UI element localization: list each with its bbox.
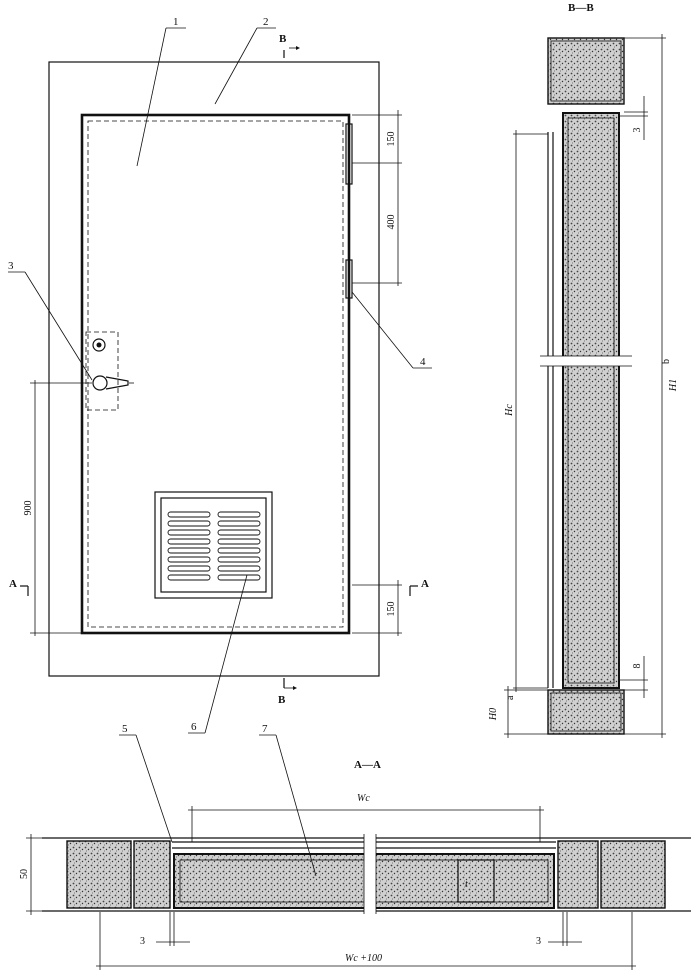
cut-a-label-left: A xyxy=(9,578,17,590)
grille-louver-slot xyxy=(217,556,261,563)
grille-louver-slot xyxy=(217,520,261,527)
hinge-upper xyxy=(345,123,353,185)
grille-louver-slot xyxy=(217,538,261,545)
part-number-2: 2 xyxy=(263,16,269,28)
bb-door-leaf xyxy=(562,112,620,689)
dim-threshold-height: H0 xyxy=(488,708,499,721)
aa-left-frame xyxy=(133,840,171,909)
dim-clear-height: Hc xyxy=(504,404,515,417)
grille-louver-slot xyxy=(167,529,211,536)
cut-a-label-right: A xyxy=(421,578,429,590)
dim-bb-top-gap: 3 xyxy=(632,128,643,133)
grille-louver-slot xyxy=(167,556,211,563)
section-a-a-title: A—A xyxy=(354,759,381,771)
leader-6: 6 xyxy=(188,574,248,734)
part-number-5: 5 xyxy=(122,723,128,735)
front-elevation: B B A A 1 2 xyxy=(8,16,432,734)
dim-aa-inner-mark: t xyxy=(465,879,468,890)
dim-bb-bottom-gap: 8 xyxy=(632,664,643,669)
dim-bottom-offset: 150 xyxy=(386,602,397,617)
dim-clear-width: Wc xyxy=(357,793,370,804)
ventilation-grille xyxy=(154,491,273,599)
dim-hinge-top-offset: 150 xyxy=(386,132,397,147)
leader-4: 4 xyxy=(351,291,432,369)
aa-right-wall-panel xyxy=(600,840,666,909)
dim-aa-left-gap: 3 xyxy=(140,936,145,947)
cut-b-label-bottom: B xyxy=(278,694,286,706)
grille-louver-slot xyxy=(167,511,211,518)
leader-5: 5 xyxy=(119,723,173,843)
leader-7: 7 xyxy=(259,723,317,877)
section-cut-a-left: A xyxy=(9,578,29,596)
dim-aa-right-gap: 3 xyxy=(536,936,541,947)
part-number-4: 4 xyxy=(420,356,426,368)
part-number-1: 1 xyxy=(173,16,179,28)
section-b-b: B—B Hc H1 b H0 a xyxy=(488,2,679,738)
grille-louver-slot xyxy=(217,547,261,554)
section-cut-b-top: B xyxy=(279,33,300,58)
bb-top-panel xyxy=(547,37,625,105)
leader-1: 1 xyxy=(136,16,186,167)
grille-louver-slot xyxy=(217,565,261,572)
section-cut-a-right: A xyxy=(409,578,429,596)
part-number-3: 3 xyxy=(8,260,14,272)
grille-louver-slot xyxy=(167,520,211,527)
dim-handle-height: 900 xyxy=(23,501,34,516)
leader-2: 2 xyxy=(214,16,276,105)
dimension-chain-right: 150 400 150 xyxy=(352,110,402,636)
aa-right-frame xyxy=(557,840,599,909)
door-frame-outline xyxy=(48,61,380,677)
bb-bottom-panel xyxy=(547,689,625,735)
dim-total-height-sup: b xyxy=(661,359,672,364)
door-leaf-inner xyxy=(87,120,344,628)
dim-panel-thickness: 50 xyxy=(19,869,30,879)
section-b-b-title: B—B xyxy=(568,2,594,14)
leader-3: 3 xyxy=(8,260,93,381)
dim-total-width: Wc +100 xyxy=(345,953,382,964)
section-cut-b-bottom: B xyxy=(278,678,297,706)
dimension-handle-height: 900 xyxy=(23,380,92,636)
grille-louver-slot xyxy=(217,529,261,536)
grille-louver-slot xyxy=(167,565,211,572)
grille-louver-slot xyxy=(167,574,211,581)
dim-total-height: H1 xyxy=(668,379,679,392)
hinge-lower xyxy=(345,259,353,299)
grille-louver-slot xyxy=(217,574,261,581)
grille-louver-slot xyxy=(167,538,211,545)
dim-hinge-spacing: 400 xyxy=(386,215,397,230)
part-number-7: 7 xyxy=(262,723,268,735)
cut-b-label-top: B xyxy=(279,33,287,45)
part-number-6: 6 xyxy=(191,721,197,733)
aa-left-wall-panel xyxy=(66,840,132,909)
section-a-a: A—A t Wc Wc +100 xyxy=(19,723,691,970)
grille-louver-slot xyxy=(167,547,211,554)
dim-threshold-sup: a xyxy=(505,695,516,700)
grille-louver-slot xyxy=(217,511,261,518)
door-handle xyxy=(85,331,134,411)
door-leaf-outline xyxy=(80,113,351,635)
